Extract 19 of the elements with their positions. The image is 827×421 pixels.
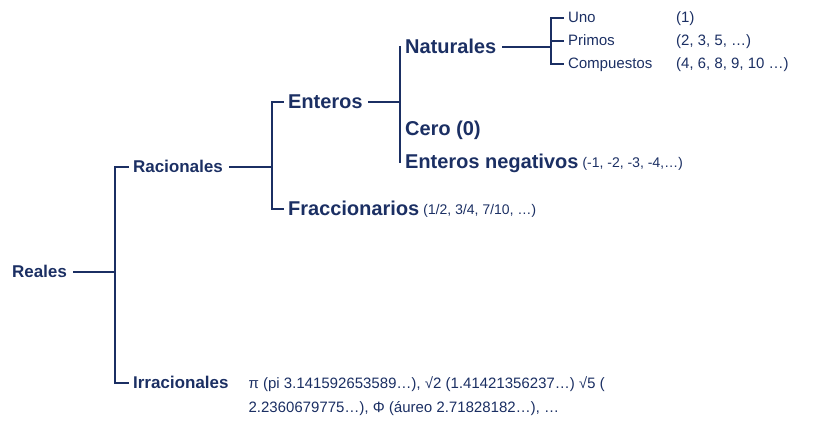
example-values: (1/2, 3/4, 7/10, …) [423,200,536,219]
category-label: Reales [12,261,67,283]
category-label: Naturales [405,35,496,60]
category-label: Racionales [133,156,223,178]
bracket-line [368,101,402,163]
category-label: Primos [568,31,616,51]
example-values: (2, 3, 5, …) [676,31,752,51]
bracket-line [73,271,129,384]
example-values: (-1, -2, -3, -4,…) [582,153,683,172]
category-label: Enteros negativos [405,150,578,175]
category-label: Enteros [288,90,362,115]
category-label: Compuestos [568,54,654,74]
example-values: (4, 6, 8, 9, 10 …) [676,54,789,74]
category-label: Irracionales [133,372,228,394]
example-values: (1) [676,8,694,28]
category-label: Cero (0) [405,117,481,142]
category-label: Uno [568,8,597,28]
category-label: Fraccionarios [288,197,420,222]
example-values: π (pi 3.141592653589…), √2 (1.41421356237…) √5 ( 2.2360679775…), Φ (áureo 2.71828182…), … [248,374,606,418]
